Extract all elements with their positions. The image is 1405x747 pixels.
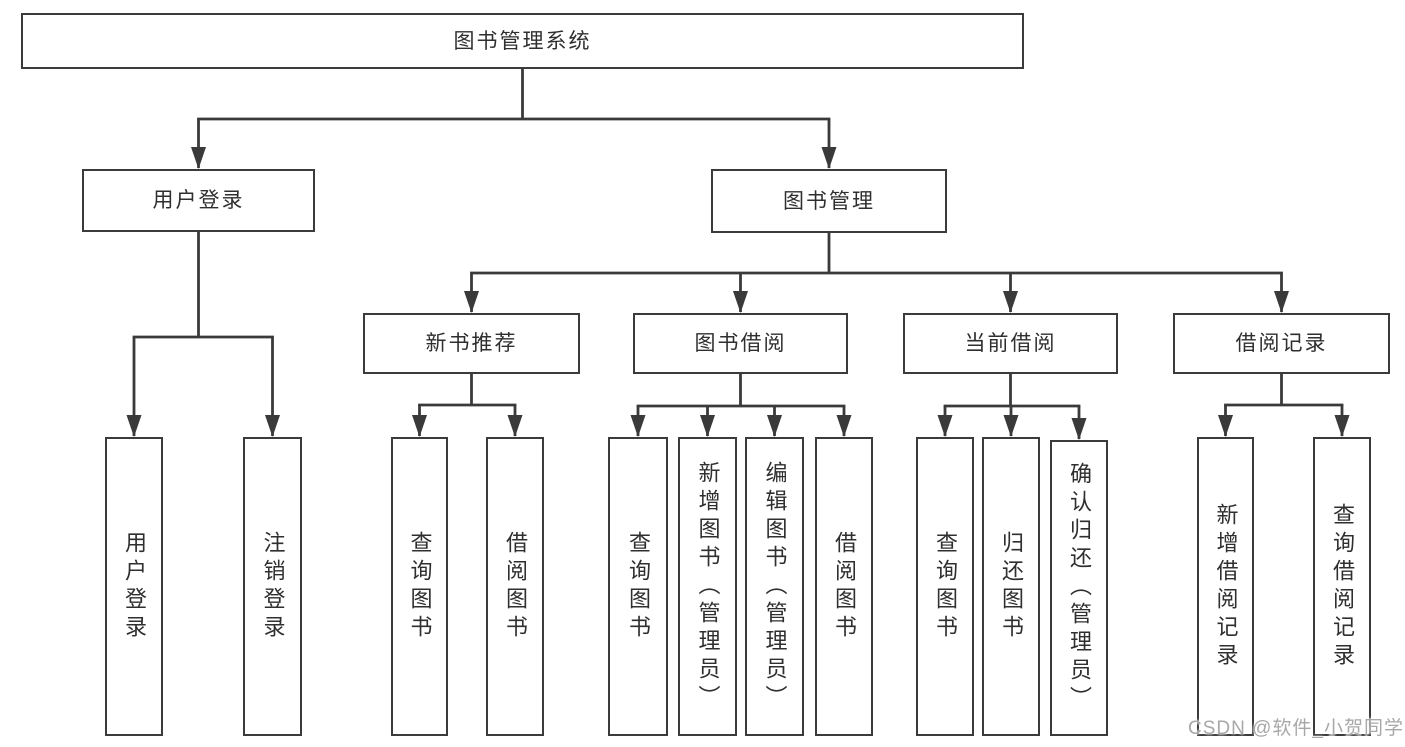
leaf-borrow-borrow-books-label: 借阅图书 <box>832 530 857 643</box>
node-book-management-label: 图书管理 <box>783 189 875 213</box>
leaf-current-return-books-label: 归还图书 <box>999 530 1024 643</box>
node-current-borrow: 当前借阅 <box>903 313 1118 374</box>
leaf-borrow-borrow-books: 借阅图书 <box>815 437 873 736</box>
leaf-record-query: 查询借阅记录 <box>1313 437 1371 736</box>
leaf-newbook-query-books-label: 查询图书 <box>407 530 433 643</box>
leaf-borrow-edit-books-admin: 编辑图书（管理员） <box>745 437 804 736</box>
leaf-borrow-query-books-label: 查询图书 <box>626 530 651 643</box>
node-root-label: 图书管理系统 <box>453 29 592 53</box>
node-user-login: 用户登录 <box>82 169 315 232</box>
leaf-current-query-books-label: 查询图书 <box>933 530 958 643</box>
leaf-record-add-label: 新增借阅记录 <box>1213 502 1239 671</box>
node-new-book-recommend-label: 新书推荐 <box>425 332 518 355</box>
leaf-current-confirm-return-admin-label: 确认归还（管理员） <box>1067 462 1092 714</box>
node-book-borrow: 图书借阅 <box>633 313 848 374</box>
csdn-watermark: CSDN @软件_小贺同学 <box>1188 718 1404 739</box>
leaf-borrow-add-books-admin: 新增图书（管理员） <box>678 437 737 736</box>
leaf-borrow-edit-books-admin-label: 编辑图书（管理员） <box>762 460 788 713</box>
leaf-newbook-query-books: 查询图书 <box>391 437 448 736</box>
leaf-newbook-borrow-books: 借阅图书 <box>486 437 544 736</box>
leaf-record-add: 新增借阅记录 <box>1197 437 1254 736</box>
node-current-borrow-label: 当前借阅 <box>964 332 1057 355</box>
leaf-user-login-label: 用户登录 <box>122 530 147 643</box>
leaf-record-query-label: 查询借阅记录 <box>1330 502 1355 671</box>
leaf-current-return-books: 归还图书 <box>982 437 1040 736</box>
leaf-current-confirm-return-admin: 确认归还（管理员） <box>1050 440 1108 736</box>
leaf-logout: 注销登录 <box>243 437 302 736</box>
leaf-current-query-books: 查询图书 <box>916 437 974 736</box>
node-borrow-record: 借阅记录 <box>1173 313 1390 374</box>
leaf-borrow-query-books: 查询图书 <box>608 437 668 736</box>
node-new-book-recommend: 新书推荐 <box>363 313 580 374</box>
node-borrow-record-label: 借阅记录 <box>1235 332 1328 355</box>
node-book-borrow-label: 图书借阅 <box>694 332 787 355</box>
leaf-logout-label: 注销登录 <box>260 530 286 643</box>
leaf-newbook-borrow-books-label: 借阅图书 <box>503 530 528 643</box>
leaf-borrow-add-books-admin-label: 新增图书（管理员） <box>695 460 721 713</box>
node-book-management: 图书管理 <box>711 169 947 233</box>
node-root: 图书管理系统 <box>21 13 1024 69</box>
leaf-user-login: 用户登录 <box>105 437 163 736</box>
node-user-login-label: 用户登录 <box>152 189 245 212</box>
